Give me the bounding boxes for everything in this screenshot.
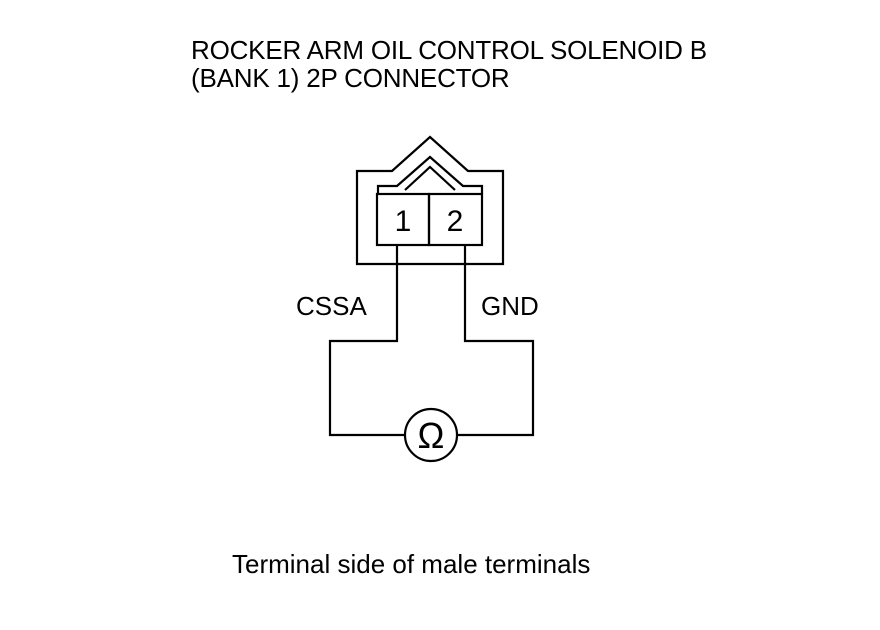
- ohm-symbol: Ω: [418, 415, 445, 456]
- test-lead-terminal-1: [328, 245, 405, 437]
- test-lead-terminal-2: [458, 245, 535, 437]
- terminal-1-number: 1: [395, 205, 412, 238]
- diagram-title-line-2: (BANK 1) 2P CONNECTOR: [191, 63, 510, 93]
- wire-label-gnd: GND: [481, 291, 539, 321]
- terminal-2-cavity: [427, 192, 484, 247]
- connector-housing-outer: [355, 135, 505, 266]
- diagram-title-line-1: ROCKER ARM OIL CONTROL SOLENOID B: [191, 35, 707, 65]
- terminal-2-number: 2: [447, 205, 464, 238]
- wire-label-cssa: CSSA: [296, 291, 367, 321]
- ohmmeter-icon: [403, 407, 459, 463]
- diagram-caption: Terminal side of male terminals: [232, 549, 591, 579]
- connector-lock-tab: [376, 155, 484, 194]
- connector-key-chevron: [404, 165, 456, 191]
